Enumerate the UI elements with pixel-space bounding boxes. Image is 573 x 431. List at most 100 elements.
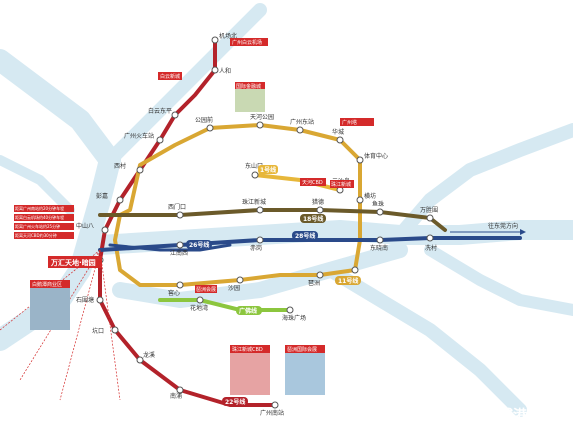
badge-line28[interactable] bbox=[292, 231, 318, 240]
label-wanshengwei: 万胜围 bbox=[420, 206, 438, 214]
station-dot-chigang[interactable] bbox=[256, 236, 264, 244]
station-dot-pazhou[interactable] bbox=[316, 271, 324, 279]
station-dot-jiangnan[interactable] bbox=[176, 241, 184, 249]
tag-zhujiang-text: 珠江新城 bbox=[331, 181, 351, 188]
badge-line22[interactable] bbox=[222, 397, 248, 406]
label-shiwei: 石围塘 bbox=[76, 296, 94, 304]
station-dot-zhujiang[interactable] bbox=[256, 206, 264, 214]
radial-line-2 bbox=[59, 249, 101, 401]
label-gongyuanqian: 公园前 bbox=[195, 116, 213, 124]
label-zhongshan: 中山八 bbox=[76, 222, 94, 230]
label-zhujiang: 珠江新城 bbox=[242, 198, 266, 206]
station-dot-liede[interactable] bbox=[316, 206, 324, 214]
badge-line26[interactable] bbox=[186, 240, 212, 249]
river-southeast bbox=[323, 263, 527, 417]
station-dot-xi-men[interactable] bbox=[176, 211, 184, 219]
tag-zhujiang-box[interactable] bbox=[330, 180, 354, 188]
station-dot-huacheng[interactable] bbox=[336, 136, 344, 144]
east-arrow: 往东莞方向 bbox=[450, 222, 526, 235]
label-haizhu: 海珠广场 bbox=[282, 314, 306, 322]
station-dot-huadi[interactable] bbox=[196, 296, 204, 304]
label-dongshan: 东山口 bbox=[245, 162, 263, 170]
station-dot-renhe[interactable] bbox=[211, 66, 219, 74]
tag-airport-text: 广州白云机场 bbox=[232, 39, 262, 46]
tag-qiaoxin-box[interactable] bbox=[195, 285, 217, 293]
watermark: 搜狐号@搜狐焦点防城港站 bbox=[373, 407, 541, 424]
station-dot-guangzhou-dong[interactable] bbox=[296, 126, 304, 134]
side-note-4-box bbox=[14, 232, 74, 239]
station-dot-xian-cun[interactable] bbox=[426, 234, 434, 242]
station-dot-dongxiao[interactable] bbox=[376, 236, 384, 244]
station-dot-jichang-bei[interactable] bbox=[211, 36, 219, 44]
line-11-route bbox=[113, 123, 362, 287]
tag-airport-box[interactable] bbox=[230, 38, 268, 46]
station-dot-shiwei[interactable] bbox=[96, 296, 104, 304]
side-note-4-text: 距离天河CBD约30分钟 bbox=[15, 232, 57, 238]
station-dot-longxi[interactable] bbox=[136, 356, 144, 364]
badge-line22-text: 22号线 bbox=[225, 398, 245, 406]
station-dot-baiyun[interactable] bbox=[171, 111, 179, 119]
label-guangzhou-dong: 广州东站 bbox=[290, 118, 314, 126]
station-dot-shayuan[interactable] bbox=[236, 276, 244, 284]
label-longxi: 龙溪 bbox=[143, 351, 155, 359]
side-note-1-box bbox=[14, 205, 74, 212]
station-dot-xicun[interactable] bbox=[136, 166, 144, 174]
label-xicun: 西村 bbox=[114, 162, 126, 170]
tag-tianhe-box[interactable] bbox=[300, 178, 326, 186]
feature-card-1-text: 白鹅潭商业区 bbox=[32, 281, 62, 288]
station-dot-kengkou[interactable] bbox=[111, 326, 119, 334]
river-pearl bbox=[90, 220, 573, 255]
tag-tianhe-text: 天河CBD bbox=[302, 179, 323, 186]
station-dot-pengjiao[interactable] bbox=[116, 196, 124, 204]
label-shayuan: 沙园 bbox=[228, 285, 240, 292]
badge-line18[interactable] bbox=[300, 214, 326, 223]
station-dot-nanpu[interactable] bbox=[176, 386, 184, 394]
station-dot-huoche[interactable] bbox=[156, 136, 164, 144]
station-dot-dongshan[interactable] bbox=[251, 171, 259, 179]
line-badges: 22号线 18号线 11号线 28号线 广佛线 26号线 1号线 bbox=[186, 165, 361, 406]
label-huadi: 花地湾 bbox=[190, 304, 208, 312]
station-dot-tianhe-gongyuan[interactable] bbox=[256, 121, 264, 129]
badge-line11[interactable] bbox=[335, 276, 361, 285]
label-nanpu: 南浦 bbox=[170, 392, 182, 400]
feature-card-2[interactable] bbox=[230, 345, 270, 395]
feature-card-1[interactable] bbox=[30, 280, 70, 330]
badge-guangfo-text: 广佛线 bbox=[239, 307, 257, 315]
station-dot-haizhu[interactable] bbox=[286, 306, 294, 314]
radial-line-3 bbox=[99, 249, 121, 401]
label-huoche: 广州火车站 bbox=[124, 132, 154, 140]
station-dot-zhongshan[interactable] bbox=[101, 226, 109, 234]
badge-line1[interactable] bbox=[258, 165, 278, 174]
station-dot-tiyu[interactable] bbox=[356, 156, 364, 164]
badge-line11-text: 11号线 bbox=[338, 277, 358, 285]
station-dot-gongyuanqian[interactable] bbox=[206, 124, 214, 132]
tag-qiaoxin-text: 琶洲会展 bbox=[196, 286, 216, 293]
feature-card-3-banner bbox=[285, 345, 325, 353]
feature-card-1-banner bbox=[30, 280, 70, 288]
feature-card-2-text: 珠江新城CBD bbox=[232, 346, 263, 353]
station-dot-guangzhou-nan[interactable] bbox=[271, 401, 279, 409]
label-pengjiao: 彭嘉 bbox=[96, 192, 108, 200]
side-note-2-box bbox=[14, 214, 74, 221]
tag-baiyun-box[interactable] bbox=[158, 72, 182, 80]
label-jichang-bei: 机场北 bbox=[219, 32, 237, 40]
station-dot-hengfang[interactable] bbox=[356, 196, 364, 204]
river-northeast bbox=[393, 123, 573, 242]
tag-tower-box[interactable] bbox=[340, 118, 374, 126]
station-dot-wanshengwei[interactable] bbox=[426, 214, 434, 222]
feature-card-4-banner bbox=[235, 82, 265, 89]
river-south bbox=[112, 242, 408, 308]
project-box[interactable] bbox=[48, 256, 102, 268]
line-26-route bbox=[108, 243, 232, 252]
east-arrow-label: 往东莞方向 bbox=[488, 222, 518, 230]
station-dot-yuzhu[interactable] bbox=[376, 208, 384, 216]
label-xiancun: 冼村 bbox=[425, 244, 437, 252]
feature-card-2-banner bbox=[230, 345, 270, 353]
station-dot-chisha[interactable] bbox=[351, 266, 359, 274]
badge-guangfo[interactable] bbox=[236, 306, 262, 315]
badge-line26-text: 26号线 bbox=[189, 241, 209, 249]
feature-card-3[interactable] bbox=[285, 345, 325, 395]
station-dot-jiaoxin[interactable] bbox=[176, 281, 184, 289]
